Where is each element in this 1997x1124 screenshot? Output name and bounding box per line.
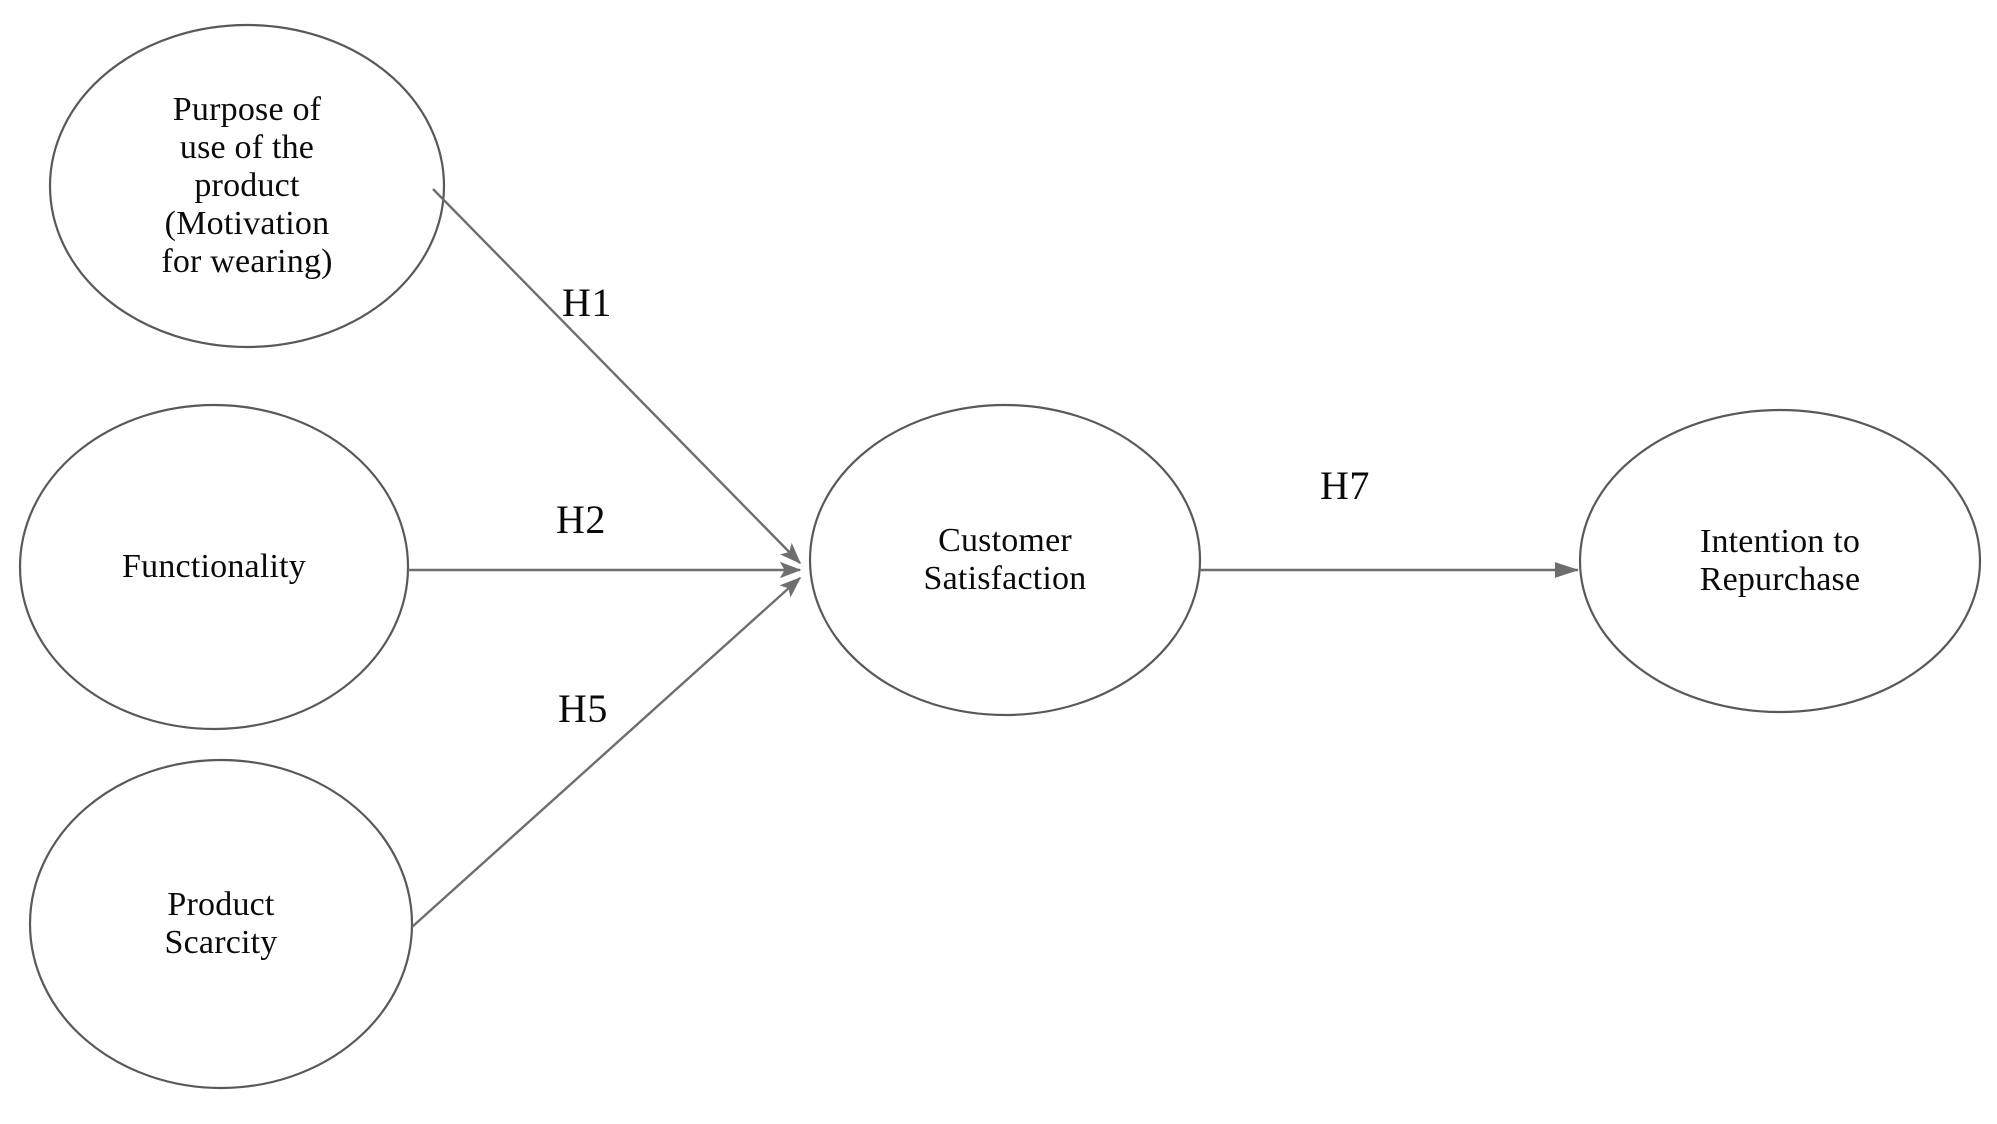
edge-label-h5: H5: [558, 686, 608, 731]
node-functionality[interactable]: [18, 403, 410, 731]
node-product-scarcity[interactable]: [28, 758, 414, 1090]
edge-label-h7: H7: [1320, 463, 1370, 508]
node-intention-to-repurchase[interactable]: [1578, 408, 1982, 714]
node-purpose-of-use[interactable]: [48, 23, 446, 349]
edge-label-h1: H1: [562, 280, 612, 325]
node-customer-satisfaction[interactable]: [808, 403, 1202, 717]
edge-label-h2: H2: [556, 497, 606, 542]
edge-h1-arrow[interactable]: [432, 188, 802, 565]
edge-h5-arrow[interactable]: [411, 577, 802, 928]
